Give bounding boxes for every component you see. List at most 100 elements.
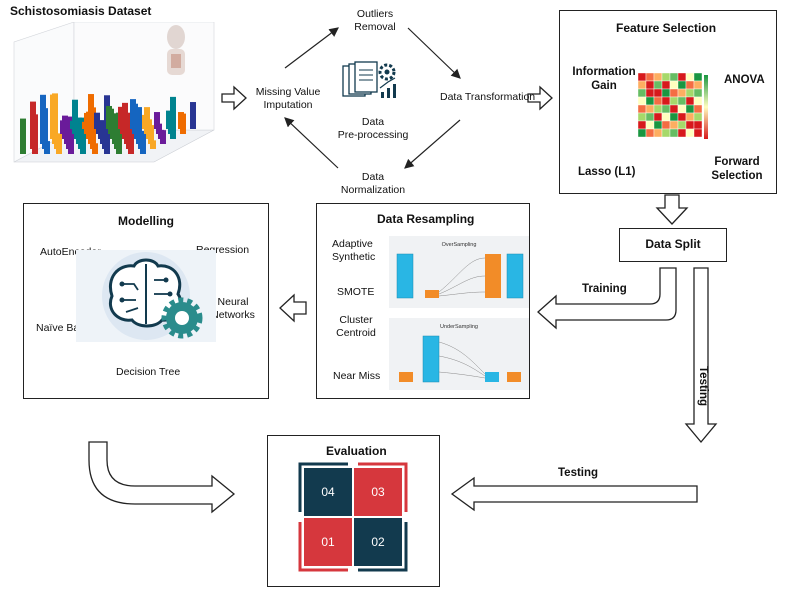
dataset-bar bbox=[170, 96, 176, 139]
anova: ANOVA bbox=[724, 74, 765, 86]
heatmap-cell bbox=[685, 128, 695, 138]
heatmap-cell bbox=[669, 88, 679, 98]
heatmap-cell bbox=[653, 80, 663, 90]
testing-horizontal-arrow bbox=[450, 476, 698, 512]
dataset-3d-chart bbox=[13, 22, 215, 163]
testing-horizontal-label: Testing bbox=[558, 467, 599, 479]
heatmap-cell bbox=[669, 104, 679, 114]
neural-networks: Neural Networks bbox=[211, 296, 255, 322]
dataset-bar bbox=[72, 99, 78, 134]
heatmap-cell bbox=[685, 104, 695, 114]
heatmap-cell bbox=[638, 112, 647, 122]
heatmap-cell bbox=[685, 80, 695, 90]
modelling-to-evaluation-arrow bbox=[88, 441, 236, 514]
heatmap-cell bbox=[693, 80, 703, 90]
dataset-bar bbox=[70, 120, 76, 129]
heatmap-cell bbox=[685, 88, 695, 98]
heatmap-cell bbox=[661, 88, 671, 98]
heatmap-cell bbox=[677, 120, 687, 130]
modelling-box: Modelling AutoEncoder Regression Neural … bbox=[23, 203, 269, 399]
heatmap-cell bbox=[661, 120, 671, 130]
heatmap-cell bbox=[645, 104, 655, 114]
information-gain: Information Gain bbox=[572, 66, 636, 93]
heatmap-cell bbox=[638, 73, 647, 82]
cluster-centroid: Cluster Centroid bbox=[336, 314, 376, 340]
brain-gear-icon bbox=[76, 250, 216, 342]
oversampling-chart: OverSampling bbox=[389, 236, 529, 308]
dataset-bar bbox=[154, 112, 160, 129]
dataset-bar bbox=[40, 94, 46, 144]
quadrant-02: 02 bbox=[354, 518, 402, 566]
arrow-missing-to-outliers bbox=[284, 27, 339, 69]
dataset-bar bbox=[30, 101, 36, 149]
dataset-bar bbox=[142, 114, 148, 129]
heatmap-cell bbox=[653, 112, 663, 122]
data-transformation: Data Transformation bbox=[440, 91, 536, 103]
dataset-bar bbox=[20, 118, 26, 154]
heatmap-cell bbox=[638, 88, 647, 98]
correlation-heatmap bbox=[638, 73, 708, 139]
heatmap-cell bbox=[685, 120, 695, 130]
dataset-bar bbox=[130, 99, 136, 129]
heatmap-cell bbox=[653, 104, 663, 114]
dataset-bar bbox=[50, 94, 56, 139]
data-resampling-box: Data Resampling Adaptive Synthetic SMOTE… bbox=[316, 203, 530, 399]
adaptive-synthetic: Adaptive Synthetic bbox=[332, 238, 376, 264]
heatmap-cell bbox=[638, 120, 647, 130]
data-resampling-title: Data Resampling bbox=[377, 212, 475, 226]
data-split-label: Data Split bbox=[645, 237, 701, 251]
heatmap-cell bbox=[685, 96, 695, 106]
oversampling-title: OverSampling bbox=[442, 242, 477, 248]
arrow-outliers-to-transformation bbox=[407, 27, 461, 79]
dataset-bar bbox=[106, 105, 112, 129]
quadrant-03: 03 bbox=[354, 468, 402, 516]
arrow-transformation-to-normalization bbox=[404, 119, 461, 169]
preprocessing-icon bbox=[342, 61, 396, 98]
heatmap-cell bbox=[693, 120, 703, 130]
evaluation-box: Evaluation 04 03 01 02 bbox=[267, 435, 440, 587]
smote: SMOTE bbox=[337, 286, 375, 298]
feature-selection-title: Feature Selection bbox=[616, 21, 717, 35]
modelling-title: Modelling bbox=[118, 214, 174, 228]
dataset-bar bbox=[158, 129, 164, 139]
heatmap-cell bbox=[645, 120, 655, 130]
dataset-bar bbox=[118, 106, 124, 129]
quadrant-01: 01 bbox=[304, 518, 352, 566]
heatmap-cell bbox=[693, 104, 703, 114]
heatmap-cell bbox=[638, 104, 647, 114]
dataset-title: Schistosomiasis Dataset bbox=[10, 4, 152, 18]
hollow-arrow-dataset bbox=[221, 85, 247, 111]
hollow-arrow-to-modelling bbox=[279, 293, 307, 323]
heatmap-cell bbox=[661, 96, 671, 106]
data-split-box: Data Split bbox=[619, 228, 727, 262]
heatmap-cell bbox=[677, 104, 687, 114]
heatmap-cell bbox=[661, 128, 671, 138]
heatmap-cell bbox=[653, 88, 663, 98]
heatmap-cell bbox=[645, 128, 655, 138]
heatmap-cell bbox=[645, 88, 655, 98]
quadrant-frame bbox=[298, 462, 408, 572]
heatmap-cell bbox=[645, 96, 655, 106]
forward-selection: Forward Selection bbox=[711, 156, 763, 183]
lasso: Lasso (L1) bbox=[578, 166, 636, 178]
heatmap-cell bbox=[693, 112, 703, 122]
heatmap-cell bbox=[693, 128, 703, 138]
heatmap-cell bbox=[645, 80, 655, 90]
heatmap-cell bbox=[653, 73, 663, 82]
heatmap-cell bbox=[677, 112, 687, 122]
heatmap-cell bbox=[677, 128, 687, 138]
dataset-bar bbox=[82, 121, 88, 129]
heatmap-cell bbox=[693, 73, 703, 82]
heatmap-cell bbox=[677, 80, 687, 90]
near-miss: Near Miss bbox=[333, 370, 381, 382]
heatmap-cell bbox=[693, 96, 703, 106]
dataset-bar bbox=[166, 110, 172, 129]
heatmap-cell bbox=[693, 88, 703, 98]
outliers-removal: Outliers Removal bbox=[354, 8, 396, 34]
hollow-arrow-to-feature bbox=[527, 85, 553, 111]
undersampling-title: UnderSampling bbox=[440, 324, 478, 330]
heatmap-cell bbox=[669, 80, 679, 90]
quadrant-04: 04 bbox=[304, 468, 352, 516]
dataset-bar bbox=[150, 140, 156, 149]
